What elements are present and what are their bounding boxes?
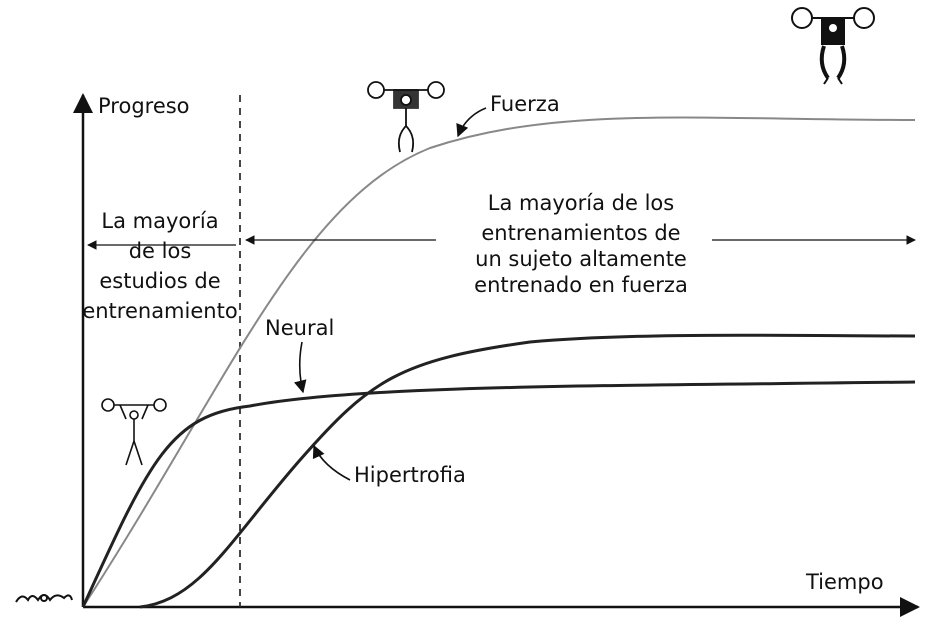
neural-label: Neural: [265, 316, 334, 340]
lifter-intermediate-icon: [367, 81, 445, 153]
region-left-line-4: entrenamiento: [82, 299, 237, 323]
lifter-beginner-icon: [101, 398, 167, 466]
region-right-line-3: un sujeto altamente: [475, 247, 687, 271]
fuerza-curve: [82, 116, 916, 608]
hipertrofia-label: Hipertrofia: [354, 463, 466, 487]
region-left-line-1: La mayoría: [101, 209, 218, 233]
fuerza-label: Fuerza: [490, 92, 560, 116]
hipertrofia-curve: [139, 333, 916, 609]
lifter-advanced-icon: [791, 7, 875, 85]
fuerza-pointer: [456, 107, 487, 138]
hipertrofia-pointer: [312, 444, 351, 481]
x-axis-label: Tiempo: [805, 570, 884, 594]
region-right-line-1: La mayoría de los: [488, 191, 674, 215]
region-right-line-2: entrenamientos de: [481, 221, 680, 245]
lifter-crawling-icon: [15, 594, 73, 603]
y-axis-label: Progreso: [98, 94, 190, 118]
region-right-line-4: entrenado en fuerza: [474, 273, 688, 297]
region-left-line-3: estudios de: [99, 269, 220, 293]
neural-curve: [81, 380, 916, 608]
neural-pointer: [293, 341, 307, 394]
region-left-line-2: de los: [129, 239, 192, 263]
